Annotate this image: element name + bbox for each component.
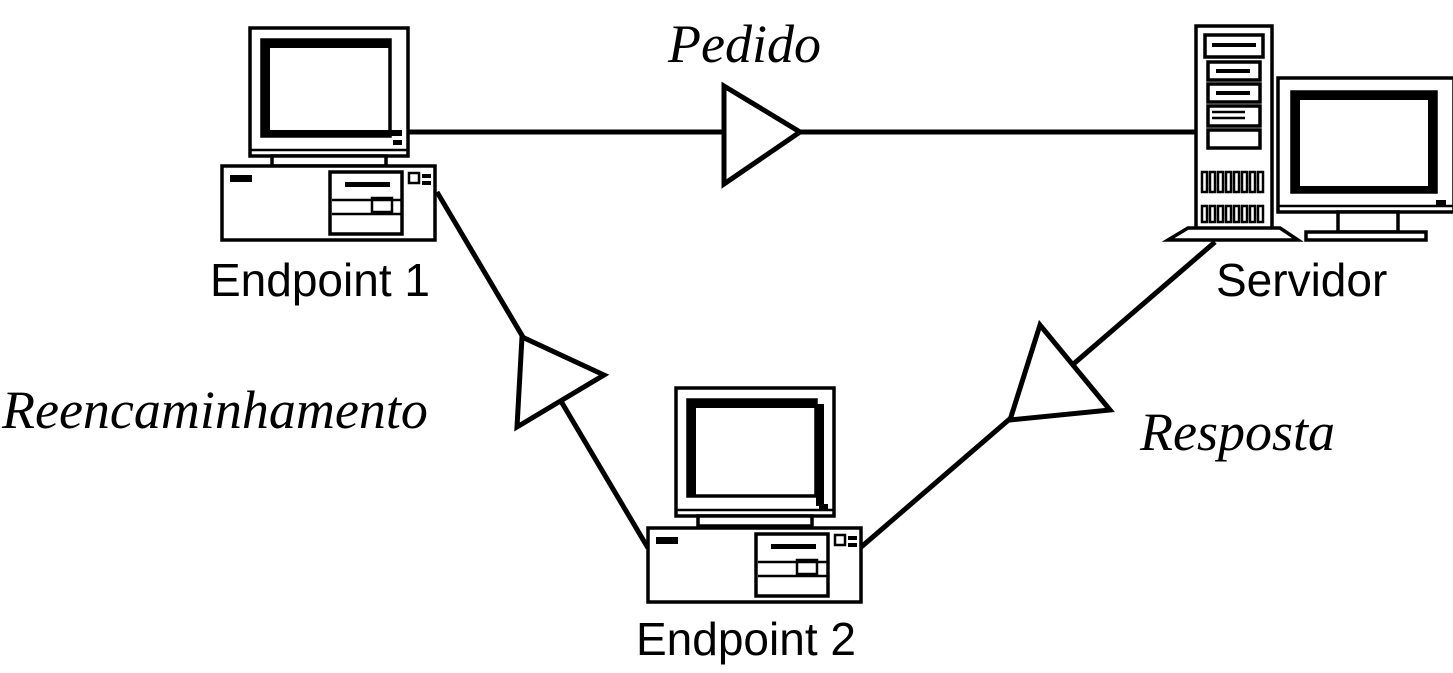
label-forward: Reencaminhamento [1,380,428,440]
server-icon [1161,24,1453,242]
arrow-request [721,81,805,189]
label-server: Servidor [1216,254,1387,306]
label-request: Pedido [667,14,821,74]
computer-icon-endpoint-1 [220,26,437,242]
computer-icon-endpoint-2 [646,386,863,604]
edge-response [858,240,1217,550]
arrow-response [1006,319,1115,423]
edge-request [400,81,1198,189]
label-endpoint-2: Endpoint 2 [636,613,856,665]
label-response: Resposta [1139,402,1335,462]
arrow-forward [514,333,610,432]
label-endpoint-1: Endpoint 1 [210,254,430,306]
edge-forward [434,190,651,550]
